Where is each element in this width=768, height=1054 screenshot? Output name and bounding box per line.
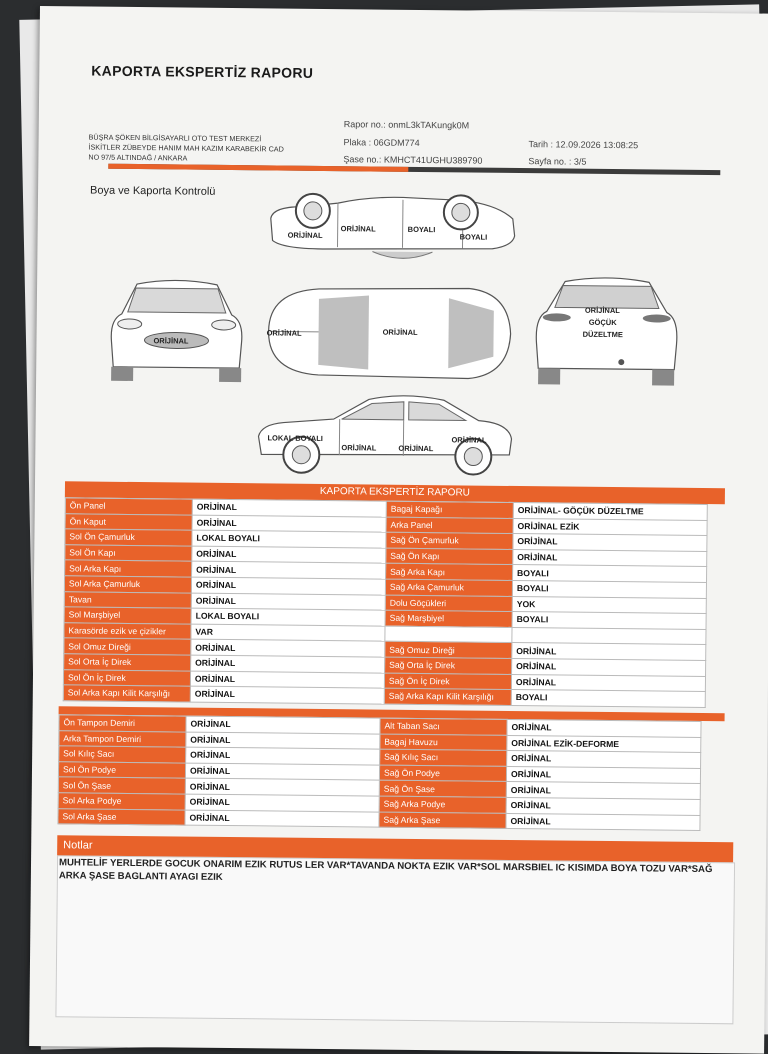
roof-label-1: ORİJİNAL xyxy=(267,328,302,337)
left-key: Sol Arka Kapı xyxy=(65,560,192,577)
right-key: Arka Panel xyxy=(386,517,513,534)
car-diagram-rear: ORİJİNAL GÖÇÜK DÜZELTME xyxy=(526,273,687,390)
right-key: Dolu Göçükleri xyxy=(385,595,512,612)
side-label-3: ORİJİNAL xyxy=(398,444,433,453)
right-key: Sağ Arka Kapı Kilit Karşılığı xyxy=(384,688,511,705)
right-key: Sağ Ön Podye xyxy=(379,765,506,782)
left-key: Sol Arka Şase xyxy=(58,808,185,825)
left-key: Ön Kaput xyxy=(65,513,192,530)
right-key: Sağ Arka Şase xyxy=(379,812,506,829)
side-label-1: LOKAL BOYALI xyxy=(267,433,323,443)
car-diagram-front: ORİJİNAL xyxy=(101,272,252,384)
report-page: KAPORTA EKSPERTİZ RAPORU BÜŞRA ŞÖKEN BİL… xyxy=(29,6,768,1054)
sayfa-no: Sayfa no. : 3/5 xyxy=(528,156,586,167)
sase-no: Şase no.: KMHCT41UGHU389790 xyxy=(343,154,482,165)
left-key: Sol Marşbiyel xyxy=(64,607,191,624)
side-label-4: ORİJİNAL xyxy=(451,435,486,444)
left-key: Sol Orta İç Direk xyxy=(64,654,191,671)
top-label-4: BOYALI xyxy=(460,232,488,241)
rapor-no: Rapor no.: onmL3kTAKungk0M xyxy=(344,119,470,130)
rear-label-3: DÜZELTME xyxy=(583,330,623,339)
right-key xyxy=(385,626,512,643)
left-key: Sol Arka Çamurluk xyxy=(64,576,191,593)
left-key: Karasörde ezik ve çizikler xyxy=(64,623,191,640)
right-value: BOYALI xyxy=(511,690,705,708)
top-label-2: ORİJİNAL xyxy=(341,224,376,233)
right-key: Sağ Ön Şase xyxy=(379,780,506,797)
left-key: Sol Omuz Direği xyxy=(64,638,191,655)
company-address: BÜŞRA ŞÖKEN BİLGİSAYARLI OTO TEST MERKEZ… xyxy=(88,133,284,165)
roof-label-2: ORİJİNAL xyxy=(383,328,418,337)
section-title: Boya ve Kaporta Kontrolü xyxy=(90,185,215,198)
front-label: ORİJİNAL xyxy=(153,336,188,345)
rear-label-1: ORİJİNAL xyxy=(585,306,620,315)
car-diagram-side: LOKAL BOYALI ORİJİNAL ORİJİNAL ORİJİNAL xyxy=(253,388,524,481)
right-value: ORİJİNAL xyxy=(506,813,700,831)
right-key: Sağ Arka Kapı xyxy=(386,564,513,581)
left-value: ORİJİNAL xyxy=(185,810,379,828)
left-key: Arka Tampon Demiri xyxy=(59,730,186,747)
right-key: Sağ Kılıç Sacı xyxy=(380,749,507,766)
car-diagram-roof: ORİJİNAL ORİJİNAL xyxy=(258,276,519,389)
left-key: Sol Ön Çamurluk xyxy=(65,529,192,546)
top-label-3: BOYALI xyxy=(408,225,436,234)
left-key: Ön Panel xyxy=(65,498,192,515)
left-key: Sol Ön Kapı xyxy=(65,545,192,562)
left-key: Sol Arka Podye xyxy=(58,793,185,810)
right-key: Bagaj Havuzu xyxy=(380,734,507,751)
right-key: Sağ Arka Podye xyxy=(379,796,506,813)
top-label-1: ORİJİNAL xyxy=(288,231,323,240)
right-key: Sağ Orta İç Direk xyxy=(385,657,512,674)
car-diagram-top: ORİJİNAL ORİJİNAL BOYALI BOYALI xyxy=(262,188,523,271)
side-label-2: ORİJİNAL xyxy=(341,443,376,452)
right-key: Sağ Marşbiyel xyxy=(385,610,512,627)
left-key: Ön Tampon Demiri xyxy=(59,715,186,732)
right-key: Sağ Ön Çamurluk xyxy=(386,532,513,549)
right-key: Bagaj Kapağı xyxy=(386,501,513,518)
page-title: KAPORTA EKSPERTİZ RAPORU xyxy=(91,63,313,81)
left-key: Sol Ön İç Direk xyxy=(63,669,190,686)
right-key: Sağ Ön İç Direk xyxy=(384,673,511,690)
left-key: Sol Ön Podye xyxy=(58,762,185,779)
plaka: Plaka : 06GDM774 xyxy=(344,137,420,148)
header-divider-accent xyxy=(108,164,408,172)
right-key: Sağ Arka Çamurluk xyxy=(385,579,512,596)
right-key: Sağ Ön Kapı xyxy=(386,548,513,565)
left-key: Sol Arka Kapı Kilit Karşılığı xyxy=(63,685,190,702)
right-key: Sağ Omuz Direği xyxy=(385,641,512,658)
left-value: ORİJİNAL xyxy=(190,686,384,704)
left-key: Sol Kılıç Sacı xyxy=(59,746,186,763)
rear-label-2: GÖÇÜK xyxy=(589,318,617,327)
company-city: NO 97/5 ALTINDAĞ / ANKARA xyxy=(88,153,283,165)
left-key: Tavan xyxy=(64,591,191,608)
right-key: Alt Taban Sacı xyxy=(380,718,507,735)
left-key: Sol Ön Şase xyxy=(58,777,185,794)
tarih: Tarih : 12.09.2026 13:08:25 xyxy=(529,139,639,150)
